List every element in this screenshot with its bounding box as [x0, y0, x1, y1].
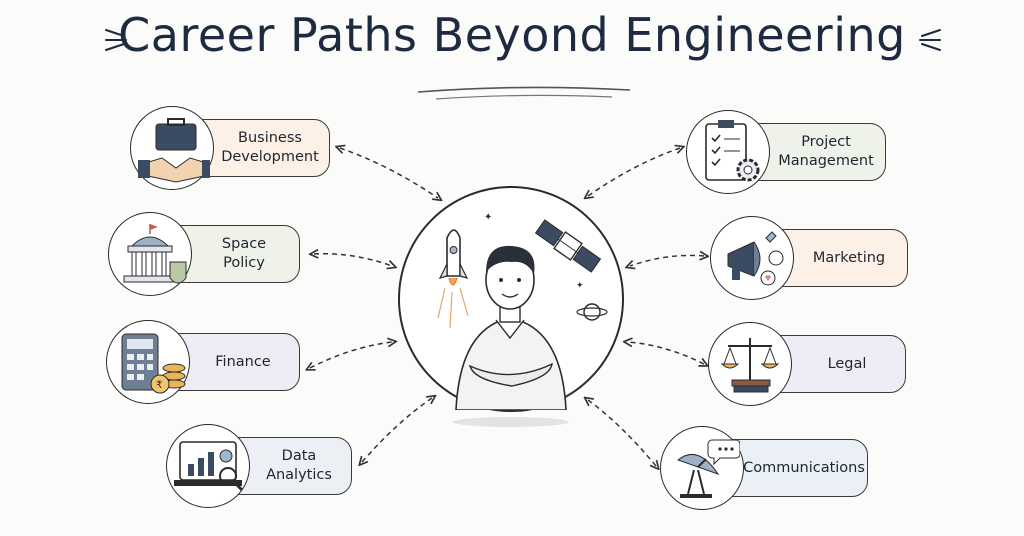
career-node: Space Policy [108, 212, 300, 296]
career-node: Data Analytics [166, 424, 352, 508]
career-label: Legal [766, 335, 906, 393]
connector-arrow [630, 255, 704, 266]
star-icon: ✦ [576, 281, 584, 291]
connector-arrow [588, 400, 656, 466]
diagram-title: Career Paths Beyond Engineering [118, 8, 906, 62]
engineer-figure [455, 245, 567, 411]
analytics-chart-icon [166, 424, 250, 508]
scales-of-justice-icon [708, 322, 792, 406]
career-node: Project Management [686, 110, 886, 194]
checklist-gear-icon [686, 110, 770, 194]
star-icon: ✦ [484, 212, 492, 223]
connector-arrow [628, 342, 704, 364]
planet-icon [576, 303, 608, 321]
government-building-icon [108, 212, 192, 296]
career-node: Communications [660, 426, 868, 510]
career-node: ₹Finance [106, 320, 300, 404]
satellite-dish-icon [660, 426, 744, 510]
connector-arrow [310, 342, 392, 368]
title-sparkle-left [104, 26, 128, 58]
title-sparkle-right [918, 26, 942, 58]
satellite-icon [534, 219, 602, 273]
megaphone-icon [710, 216, 794, 300]
connector-arrow [340, 148, 438, 198]
handshake-briefcase-icon [130, 106, 214, 190]
svg-text:₹: ₹ [156, 380, 162, 391]
rocket-icon [437, 229, 469, 329]
calculator-coins-icon: ₹ [106, 320, 190, 404]
hub-shadow [453, 417, 569, 427]
career-node: Business Development [130, 106, 330, 190]
connector-arrow [362, 398, 432, 462]
career-node: Legal [708, 322, 906, 406]
career-node: Marketing [710, 216, 908, 300]
connector-arrow [588, 148, 680, 196]
central-engineer-hub: ✦ ✦ [398, 186, 624, 412]
connector-arrow [314, 254, 392, 266]
career-label: Finance [164, 333, 300, 391]
title-underline [417, 86, 631, 93]
title-underline-2 [435, 94, 613, 100]
career-label: Communications [718, 439, 868, 497]
